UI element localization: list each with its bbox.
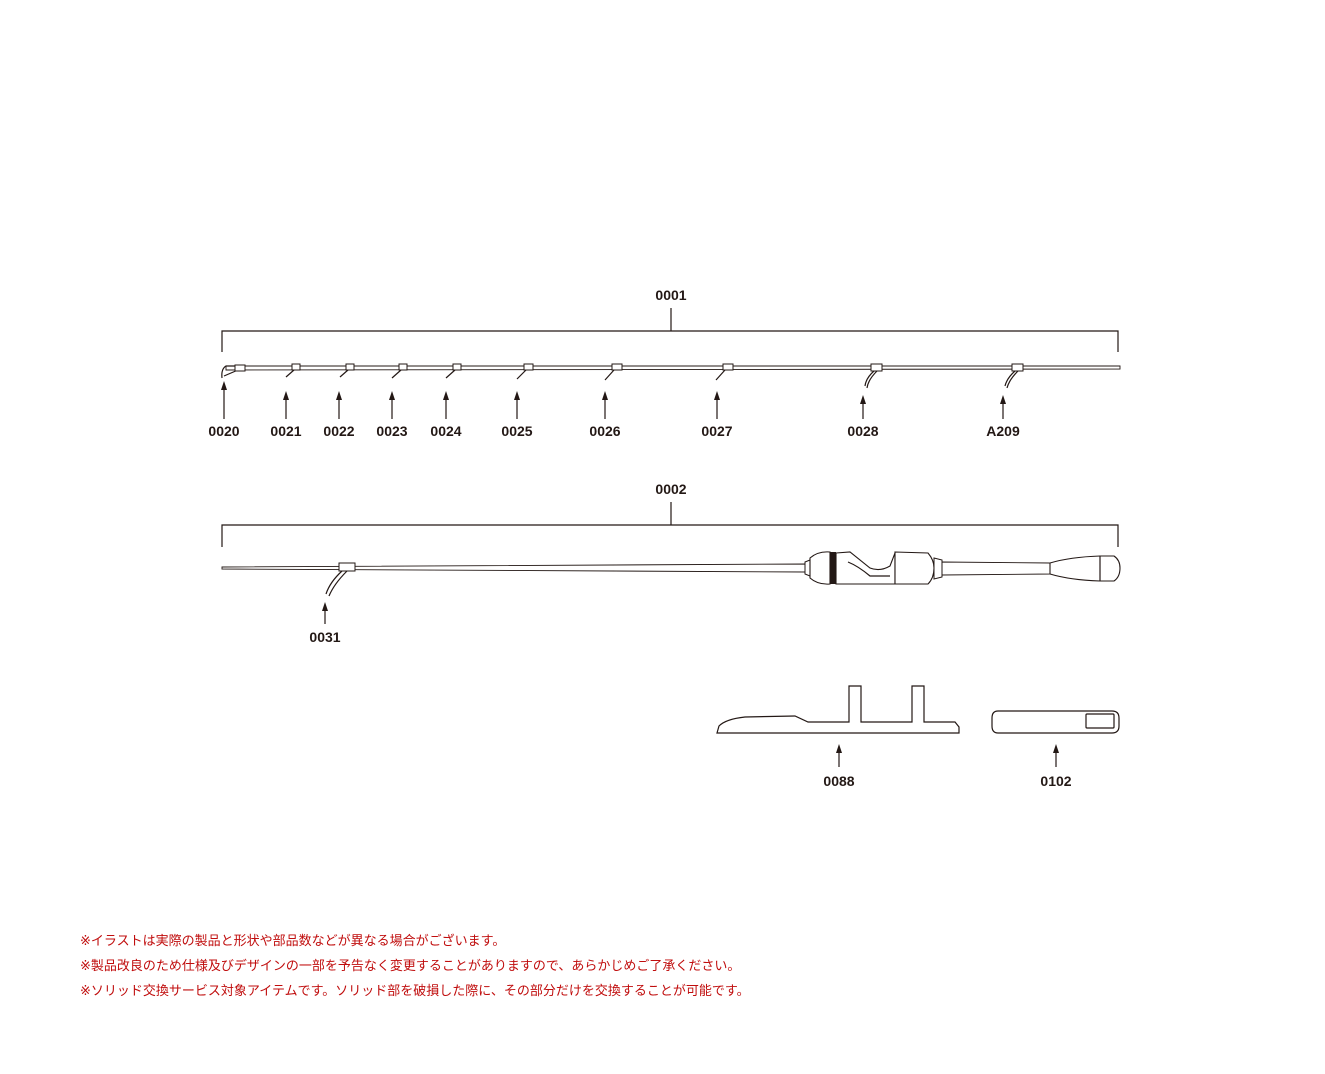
svg-text:0021: 0021 — [270, 423, 301, 439]
butt-section: 0002 0031 — [221, 481, 1121, 645]
guide-0025 — [516, 363, 534, 380]
svg-text:0102: 0102 — [1040, 773, 1071, 789]
callout-0025: 0025 — [501, 391, 533, 439]
guide-0026 — [604, 363, 623, 381]
svg-text:A209: A209 — [986, 423, 1020, 439]
reel-seat — [804, 551, 943, 585]
callout-0027: 0027 — [701, 391, 733, 439]
callout-0023: 0023 — [376, 391, 408, 439]
svg-text:0020: 0020 — [208, 423, 239, 439]
rod-belt: 0088 — [716, 685, 960, 789]
svg-text:0027: 0027 — [701, 423, 732, 439]
section-bracket-0002 — [221, 502, 1119, 547]
guide-0023 — [391, 363, 408, 379]
svg-text:0088: 0088 — [823, 773, 854, 789]
svg-text:0022: 0022 — [323, 423, 354, 439]
callout-0028: 0028 — [847, 395, 879, 439]
hook-keeper: 0102 — [991, 710, 1120, 789]
guide-0021 — [285, 363, 301, 378]
callout-0021: 0021 — [270, 391, 302, 439]
svg-text:0031: 0031 — [309, 629, 340, 645]
svg-text:0023: 0023 — [376, 423, 407, 439]
callout-0102: 0102 — [1040, 744, 1072, 789]
butt-grip — [941, 555, 1121, 582]
section-label-0001: 0001 — [655, 287, 686, 303]
note-item: ※イラストは実際の製品と形状や部品数などが異なる場合がございます。 — [80, 934, 506, 949]
callout-0088: 0088 — [823, 744, 855, 789]
svg-text:0026: 0026 — [589, 423, 620, 439]
tip-blank — [225, 365, 1121, 371]
svg-text:0028: 0028 — [847, 423, 878, 439]
guide-0024 — [445, 363, 462, 379]
note-item: ※ソリッド交換サービス対象アイテムです。ソリッド部を破損した際に、その部分だけを… — [80, 984, 750, 999]
note-item: ※製品改良のため仕様及びデザインの一部を予告なく変更することがありますので、あら… — [80, 959, 741, 974]
section-label-0002: 0002 — [655, 481, 686, 497]
guide-0022 — [339, 363, 355, 378]
guide-0027 — [715, 363, 734, 381]
callout-0031: 0031 — [309, 602, 341, 645]
guide-0028 — [864, 363, 883, 389]
guide-0031 — [325, 562, 356, 597]
guide-A209 — [1004, 363, 1024, 389]
svg-text:0024: 0024 — [430, 423, 461, 439]
callout-A209: A209 — [986, 395, 1020, 439]
callout-0020: 0020 — [208, 381, 240, 439]
svg-text:0025: 0025 — [501, 423, 532, 439]
butt-blank — [221, 563, 807, 573]
callout-0024: 0024 — [430, 391, 462, 439]
tip-top-guide — [221, 364, 246, 379]
callout-0026: 0026 — [589, 391, 621, 439]
callout-0022: 0022 — [323, 391, 355, 439]
section-bracket-0001 — [221, 308, 1119, 352]
tip-section: 0001 — [208, 287, 1121, 439]
disclaimer-notes: ※イラストは実際の製品と形状や部品数などが異なる場合がございます。 ※製品改良の… — [80, 929, 750, 1004]
